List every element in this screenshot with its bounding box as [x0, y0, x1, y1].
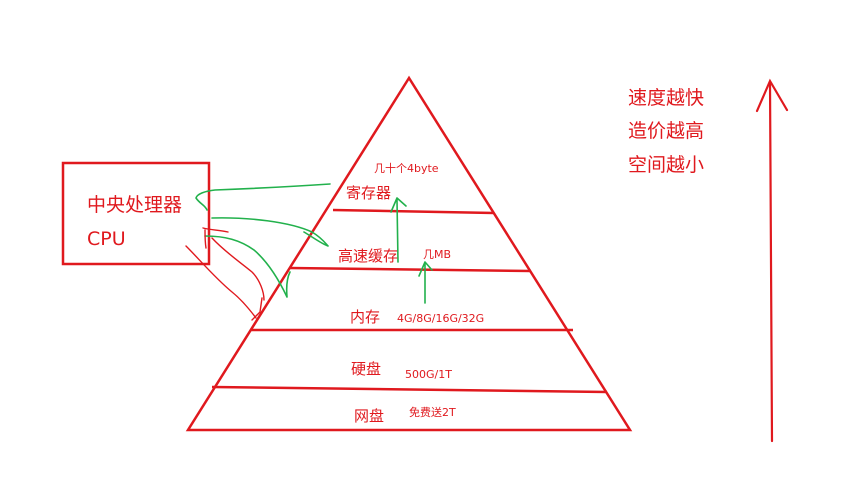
level-cache-capacity: 几MB [423, 248, 451, 261]
level-disk-name: 硬盘 [351, 360, 381, 378]
side-note-space: 空间越小 [628, 154, 704, 176]
cpu-name: 中央处理器 [87, 194, 182, 216]
arrow-memory-to-cache [418, 261, 433, 304]
level-netdisk-capacity: 免费送2T [409, 405, 456, 419]
level-netdisk-name: 网盘 [354, 407, 384, 425]
divider-disk-netdisk [211, 385, 608, 394]
pyramid [185, 75, 633, 432]
red-stroke-2 [185, 245, 257, 319]
red-stroke-4 [251, 297, 263, 321]
flow-memory-to-cpu [204, 235, 291, 298]
green-flow-strokes [195, 183, 433, 304]
level-memory-capacity: 4G/8G/16G/32G [397, 312, 484, 325]
red-hand-strokes [185, 227, 265, 321]
divider-register-cache [332, 208, 495, 215]
up-arrow [755, 78, 789, 443]
flow-register-to-cpu [195, 183, 331, 211]
pyramid-outline [185, 75, 633, 432]
flow-cache-to-cpu [211, 217, 329, 247]
level-disk-capacity: 500G/1T [405, 368, 452, 381]
cpu-box-frame [61, 161, 211, 266]
divider-cache-memory [289, 266, 532, 273]
side-note-cost: 造价越高 [628, 120, 704, 142]
cpu-abbr: CPU [87, 228, 126, 250]
pyramid-labels: 几十个4byte 寄存器 高速缓存 几MB 内存 4G/8G/16G/32G 硬… [338, 161, 484, 425]
side-note-speed: 速度越快 [628, 87, 704, 109]
up-arrow-head [755, 78, 789, 113]
cpu-box: 中央处理器 CPU [61, 161, 211, 266]
red-stroke-1 [202, 227, 229, 249]
arrow-cache-to-register [390, 197, 407, 263]
level-memory-name: 内存 [350, 308, 380, 326]
level-register-capacity: 几十个4byte [374, 161, 439, 175]
up-arrow-shaft [768, 80, 774, 443]
side-notes: 速度越快 造价越高 空间越小 [628, 87, 704, 176]
level-register-name: 寄存器 [346, 184, 391, 202]
level-cache-name: 高速缓存 [338, 247, 398, 265]
red-stroke-3 [211, 237, 265, 301]
